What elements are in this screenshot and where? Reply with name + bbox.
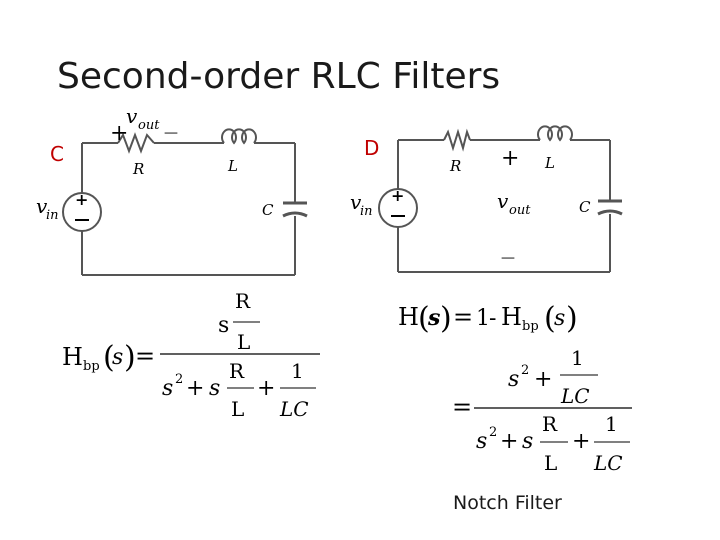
svg-text:+: + xyxy=(75,190,88,209)
svg-text:): ) xyxy=(566,301,578,336)
plus-sign-d: + xyxy=(501,146,519,171)
plus-sign-c: + xyxy=(110,121,128,146)
formula-c-eq: = xyxy=(135,342,155,370)
c-label-d: C xyxy=(579,198,591,216)
voltage-source-d xyxy=(378,188,418,228)
formula-c-den-s: s xyxy=(209,376,220,401)
vout-label-d: v xyxy=(497,189,509,213)
r-label-c: R xyxy=(132,160,144,178)
voltage-source-c xyxy=(62,192,102,232)
vout-sub-d: out xyxy=(509,203,531,218)
formula-c-num-l: L xyxy=(237,330,250,354)
formula-d-eq: = xyxy=(453,303,473,331)
formula-d-minus: - xyxy=(489,306,496,331)
resistor-r-d xyxy=(443,128,471,152)
formula-c-den-plus: + xyxy=(186,376,204,401)
slide-title: Second-order RLC Filters xyxy=(57,56,501,97)
formula-c-num-s: s xyxy=(218,313,229,338)
formula-c-den-lc: LC xyxy=(279,397,309,421)
l-label-c: L xyxy=(227,157,238,175)
formula-d-num-lc: LC xyxy=(560,384,590,408)
minus-sign-d: — xyxy=(501,250,515,266)
resistor-r-c xyxy=(117,132,155,154)
svg-text:): ) xyxy=(440,301,452,336)
formula-c-den-r: R xyxy=(229,359,245,383)
formula-d-num-1: 1 xyxy=(571,346,584,370)
formula-c-den-exp: 2 xyxy=(175,372,183,387)
formula-d-h: H xyxy=(398,303,419,331)
notch-filter-caption: Notch Filter xyxy=(453,492,562,514)
c-label-c: C xyxy=(262,201,274,219)
minus-sign-c: — xyxy=(164,125,178,141)
vout-sub-c: out xyxy=(138,118,160,133)
formula-d-den-lc: LC xyxy=(593,451,623,475)
formula-d-num-plus: + xyxy=(534,367,552,392)
formula-d-num-exp: 2 xyxy=(521,363,529,378)
formula-d-den-1: 1 xyxy=(605,412,618,436)
formula-d-den-s: s xyxy=(522,429,533,454)
vin-sub-c: in xyxy=(46,208,59,223)
vout-label-c: v xyxy=(126,104,138,128)
svg-text:): ) xyxy=(124,340,136,375)
r-label-d: R xyxy=(449,157,461,175)
vin-label-d: v xyxy=(350,190,362,214)
formula-d-den-plus: + xyxy=(500,429,518,454)
vin-sub-d: in xyxy=(360,204,373,219)
inductor-l-d xyxy=(537,125,573,142)
svg-text:+: + xyxy=(391,186,404,205)
formula-d-den-r: R xyxy=(542,412,558,436)
formula-d-var: s xyxy=(427,305,440,331)
capacitor-c-d xyxy=(597,199,623,216)
formula-d-den-s2: s xyxy=(476,429,487,454)
l-label-d: L xyxy=(544,154,555,172)
formula-c-den-plus2: + xyxy=(257,376,275,401)
formula-c-h-sub: bp xyxy=(83,359,100,374)
panel-label-d: D xyxy=(364,136,380,160)
formula-c-num-r: R xyxy=(235,289,251,313)
formula-c-den-l: L xyxy=(231,397,244,421)
formula-d-eq2: = xyxy=(452,393,472,421)
formula-c-den-1: 1 xyxy=(291,359,304,383)
formula-c-den-s2: s xyxy=(162,376,173,401)
formula-d-den-plus2: + xyxy=(572,429,590,454)
formula-d-den-l: L xyxy=(544,451,557,475)
formula-d-hbp: H xyxy=(501,303,522,331)
inductor-l-c xyxy=(221,128,257,145)
formula-c-h: H xyxy=(62,343,83,371)
formula-d-num-s2: s xyxy=(508,367,519,392)
svg-text:(: ( xyxy=(418,301,430,336)
formula-d-var2: s xyxy=(554,306,565,331)
formula-c-var: s xyxy=(112,345,123,370)
capacitor-c-c xyxy=(282,201,308,218)
formula-d-den-exp: 2 xyxy=(489,425,497,440)
panel-label-c: C xyxy=(50,142,64,166)
vin-label-c: v xyxy=(36,194,48,218)
formula-d-one: 1 xyxy=(476,306,490,331)
svg-text:(: ( xyxy=(544,301,556,336)
svg-text:(: ( xyxy=(103,340,115,375)
formula-d-hbp-sub: bp xyxy=(522,319,539,334)
